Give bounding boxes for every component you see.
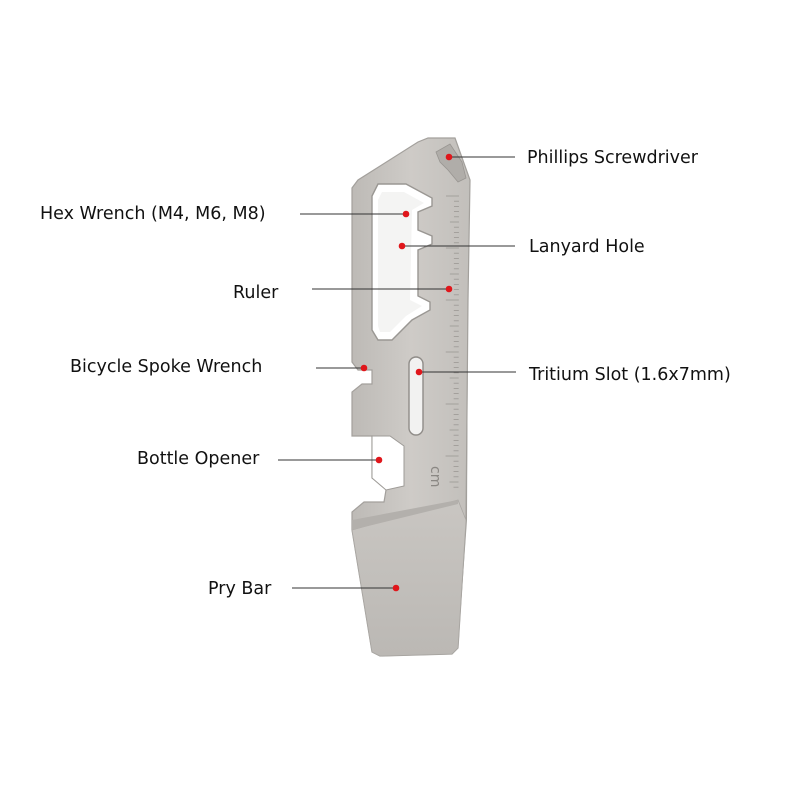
- callout-lanyard: Lanyard Hole: [398, 237, 645, 257]
- label-lanyard: Lanyard Hole: [529, 237, 645, 257]
- hex-cutout-inner: [378, 192, 424, 332]
- multitool-body: cm: [351, 137, 471, 657]
- label-tritium: Tritium Slot (1.6x7mm): [528, 365, 731, 385]
- phillips-notch: [435, 143, 467, 183]
- marker-dot-bottle: [375, 456, 383, 464]
- marker-dot-tritium: [415, 368, 423, 376]
- tritium-slot: [408, 356, 424, 436]
- label-phillips: Phillips Screwdriver: [527, 148, 699, 168]
- callout-tritium: Tritium Slot (1.6x7mm): [415, 365, 731, 385]
- callout-spoke: Bicycle Spoke Wrench: [70, 357, 368, 377]
- label-ruler: Ruler: [233, 283, 279, 303]
- label-bottle: Bottle Opener: [137, 449, 260, 469]
- callout-hex: Hex Wrench (M4, M6, M8): [40, 204, 410, 224]
- ruler-unit-label: cm: [427, 466, 443, 487]
- marker-dot-hex: [402, 210, 410, 218]
- marker-dot-lanyard: [398, 242, 406, 250]
- label-pry: Pry Bar: [208, 579, 272, 599]
- callout-phillips: Phillips Screwdriver: [445, 148, 699, 168]
- marker-dot-pry: [392, 584, 400, 592]
- marker-dot-ruler: [445, 285, 453, 293]
- callout-ruler: Ruler: [233, 283, 453, 303]
- callout-bottle: Bottle Opener: [137, 449, 383, 469]
- pry-bar-bevel: [352, 500, 458, 530]
- marker-dot-spoke: [360, 364, 368, 372]
- callouts: Phillips Screwdriver Hex Wrench (M4, M6,…: [40, 148, 731, 599]
- pry-bar-blade: [351, 499, 467, 657]
- ruler-ticks: [445, 195, 459, 488]
- callout-pry: Pry Bar: [208, 579, 400, 599]
- bottle-opener-notch: [371, 435, 405, 491]
- label-spoke: Bicycle Spoke Wrench: [70, 357, 262, 377]
- marker-dot-phillips: [445, 153, 453, 161]
- label-hex: Hex Wrench (M4, M6, M8): [40, 204, 266, 224]
